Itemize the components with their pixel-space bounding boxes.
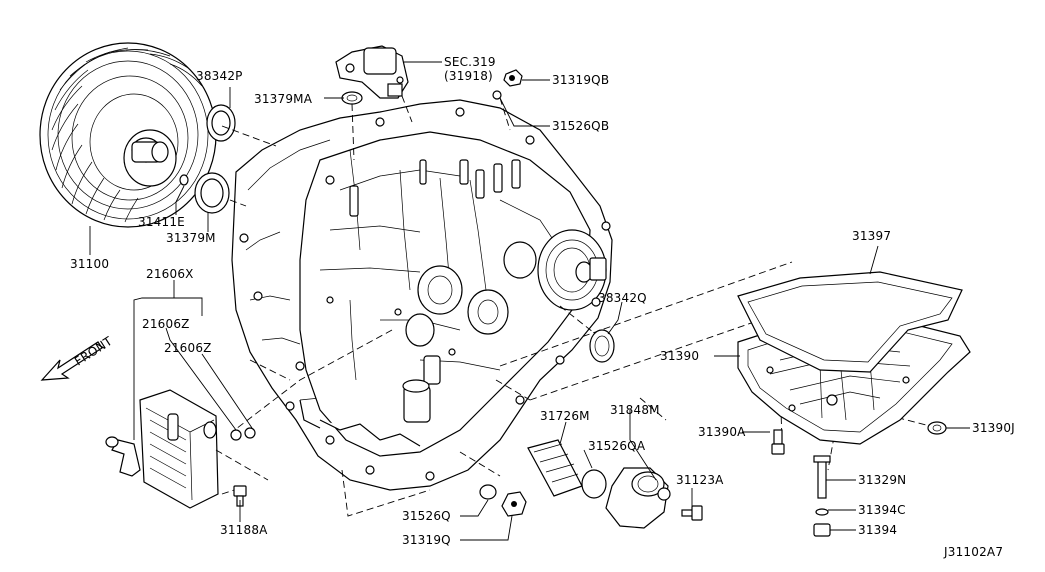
guide-line-d: [499, 97, 511, 131]
guide-line-cooler: [215, 449, 269, 481]
o-ring-31411E: [179, 174, 189, 186]
label-31319QB: 31319QB: [552, 73, 609, 87]
leader-lines: [89, 61, 970, 541]
label-31848M: 31848M: [610, 403, 660, 417]
front-label: FRONT: [72, 334, 115, 369]
guide-line-b: [229, 199, 247, 207]
washer-31394C: [815, 508, 829, 516]
oil-seal-38342P: [206, 104, 236, 142]
label-21606X: 21606X: [146, 267, 194, 281]
label-31188A: 31188A: [220, 523, 268, 537]
nut-31394: [813, 523, 831, 537]
label-31329N: 31329N: [858, 473, 906, 487]
oil-seal-38342Q: [589, 329, 615, 363]
oil-seal-31379MA: [341, 91, 363, 105]
label-31526Q: 31526Q: [402, 509, 451, 523]
oil-cooler: [105, 389, 219, 509]
label-31526QB: 31526QB: [552, 119, 609, 133]
guide-line-l: [495, 379, 531, 401]
guide-line-bolt: [221, 489, 235, 495]
label-31319Q: 31319Q: [402, 533, 451, 547]
plug-31390J: [927, 421, 947, 435]
guide-line-q: [459, 451, 501, 477]
label-31394: 31394: [858, 523, 897, 537]
label-38342P: 38342P: [196, 69, 243, 83]
bolt-31329N: [813, 455, 831, 499]
guide-line-e: [401, 95, 413, 123]
transaxle-case: [231, 99, 613, 491]
label-31526QA: 31526QA: [588, 439, 646, 453]
guide-line-j: [231, 329, 393, 433]
o-ring-31526QB: [492, 90, 502, 100]
o-ring-21606Z-a: [230, 429, 242, 441]
part-labels: SEC.319 (31918) 38342P 31379MA 31319QB 3…: [70, 55, 1015, 559]
label-31123A: 31123A: [676, 473, 724, 487]
torque-converter: [39, 42, 217, 228]
oil-filter-31726M: [527, 439, 583, 497]
guide-line-m: [639, 397, 667, 421]
o-ring-31526Q: [479, 484, 497, 500]
label-31397: 31397: [852, 229, 891, 243]
guide-line-g: [499, 261, 793, 367]
label-31390J: 31390J: [972, 421, 1015, 435]
front-arrow: [40, 341, 103, 381]
label-21606Z-a: 21606Z: [142, 317, 190, 331]
label-31379M: 31379M: [166, 231, 216, 245]
label-31726M: 31726M: [540, 409, 590, 423]
label-31100: 31100: [70, 257, 109, 271]
guide-line-a: [221, 125, 277, 147]
drawing-id: J31102A7: [943, 545, 1003, 559]
guide-line-i: [341, 469, 431, 517]
guide-line-f: [559, 305, 599, 337]
bolt-31390A: [771, 429, 785, 455]
bolt-31123A: [681, 505, 703, 521]
label-31411E: 31411E: [138, 215, 185, 229]
guide-line-k: [249, 359, 291, 381]
o-ring-31526QA: [581, 469, 607, 499]
o-ring-21606Z-b: [244, 427, 256, 439]
label-31379MA: 31379MA: [254, 92, 313, 106]
oil-strainer-31848M: [605, 467, 671, 529]
label-sec-319: SEC.319: [444, 55, 496, 69]
guide-line-h: [529, 319, 761, 401]
label-21606Z-b: 21606Z: [164, 341, 212, 355]
label-31390: 31390: [660, 349, 699, 363]
label-31390A: 31390A: [698, 425, 746, 439]
oil-seal-31379M: [194, 172, 230, 214]
plug-31319Q: [501, 491, 527, 517]
label-sec-319-ref: (31918): [444, 69, 493, 83]
label-31394C: 31394C: [858, 503, 906, 517]
label-38342Q: 38342Q: [598, 291, 647, 305]
oil-pan-gasket: [737, 271, 963, 373]
solenoid-sec319: [335, 45, 409, 99]
plug-31319QB: [503, 69, 523, 87]
guide-line-c: [351, 103, 355, 161]
